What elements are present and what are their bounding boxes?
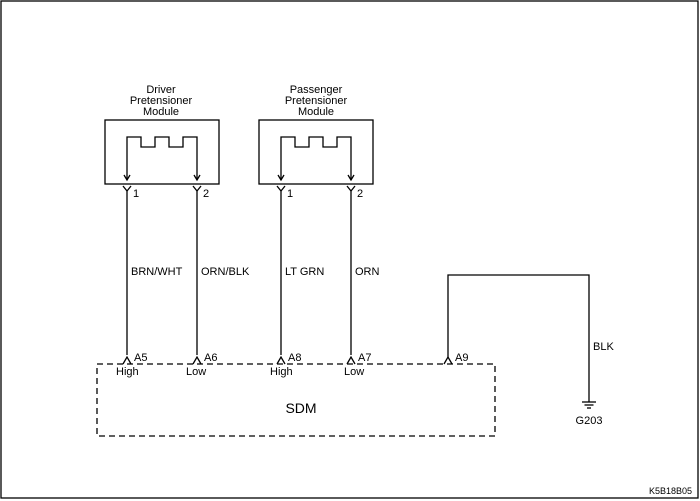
passenger-module-title-line2: Pretensioner bbox=[285, 95, 348, 107]
passenger-pin2-arrow bbox=[347, 174, 355, 182]
sdm-connector-a6 bbox=[192, 355, 202, 365]
sdm-connector-a9 bbox=[443, 355, 453, 365]
passenger-module-box bbox=[258, 119, 374, 185]
driver-pin2-arrow bbox=[193, 174, 201, 182]
wire-label-brn-wht: BRN/WHT bbox=[131, 266, 183, 278]
sdm-connector-a8 bbox=[276, 355, 286, 365]
ground-label: G203 bbox=[576, 415, 603, 427]
driver-pin1-arrow bbox=[123, 174, 131, 182]
wire-label-blk: BLK bbox=[593, 341, 614, 353]
sdm-label: SDM bbox=[285, 400, 316, 416]
passenger-module-title-line1: Passenger bbox=[290, 84, 343, 96]
sdm-level-a6: Low bbox=[186, 366, 206, 378]
passenger-module-element bbox=[280, 136, 352, 180]
sdm-pin-a8: A8 bbox=[288, 352, 301, 364]
sdm-connector-a5 bbox=[122, 355, 132, 365]
driver-module-title-line1: Driver bbox=[146, 84, 176, 96]
passenger-pin2-connector bbox=[346, 185, 356, 193]
driver-module-element bbox=[126, 136, 198, 180]
wire-label-lt-grn: LT GRN bbox=[285, 266, 324, 278]
wire-label-orn: ORN bbox=[355, 266, 380, 278]
driver-pin1-connector bbox=[122, 185, 132, 193]
driver-module-box bbox=[104, 119, 220, 185]
driver-pin1-label: 1 bbox=[133, 188, 139, 200]
sdm-box bbox=[96, 363, 496, 437]
figure-code: K5B18B05 bbox=[649, 486, 692, 496]
wire-label-orn-blk: ORN/BLK bbox=[201, 266, 250, 278]
sdm-pin-a7: A7 bbox=[358, 352, 371, 364]
driver-module-title-line3: Module bbox=[143, 106, 179, 118]
sdm-pin-a5: A5 bbox=[134, 352, 147, 364]
passenger-pin2-label: 2 bbox=[357, 188, 363, 200]
sdm-level-a5: High bbox=[116, 366, 139, 378]
passenger-pin1-arrow bbox=[277, 174, 285, 182]
sdm-level-a7: Low bbox=[344, 366, 364, 378]
sdm-level-a8: High bbox=[270, 366, 293, 378]
sdm-pin-a6: A6 bbox=[204, 352, 217, 364]
passenger-pin1-label: 1 bbox=[287, 188, 293, 200]
passenger-pin1-connector bbox=[276, 185, 286, 193]
driver-pin2-label: 2 bbox=[203, 188, 209, 200]
sdm-pin-a9: A9 bbox=[455, 352, 468, 364]
driver-pin2-connector bbox=[192, 185, 202, 193]
passenger-module-title-line3: Module bbox=[298, 106, 334, 118]
sdm-connector-a7 bbox=[346, 355, 356, 365]
wire-blk-ground bbox=[447, 274, 590, 402]
driver-module-title-line2: Pretensioner bbox=[130, 95, 193, 107]
